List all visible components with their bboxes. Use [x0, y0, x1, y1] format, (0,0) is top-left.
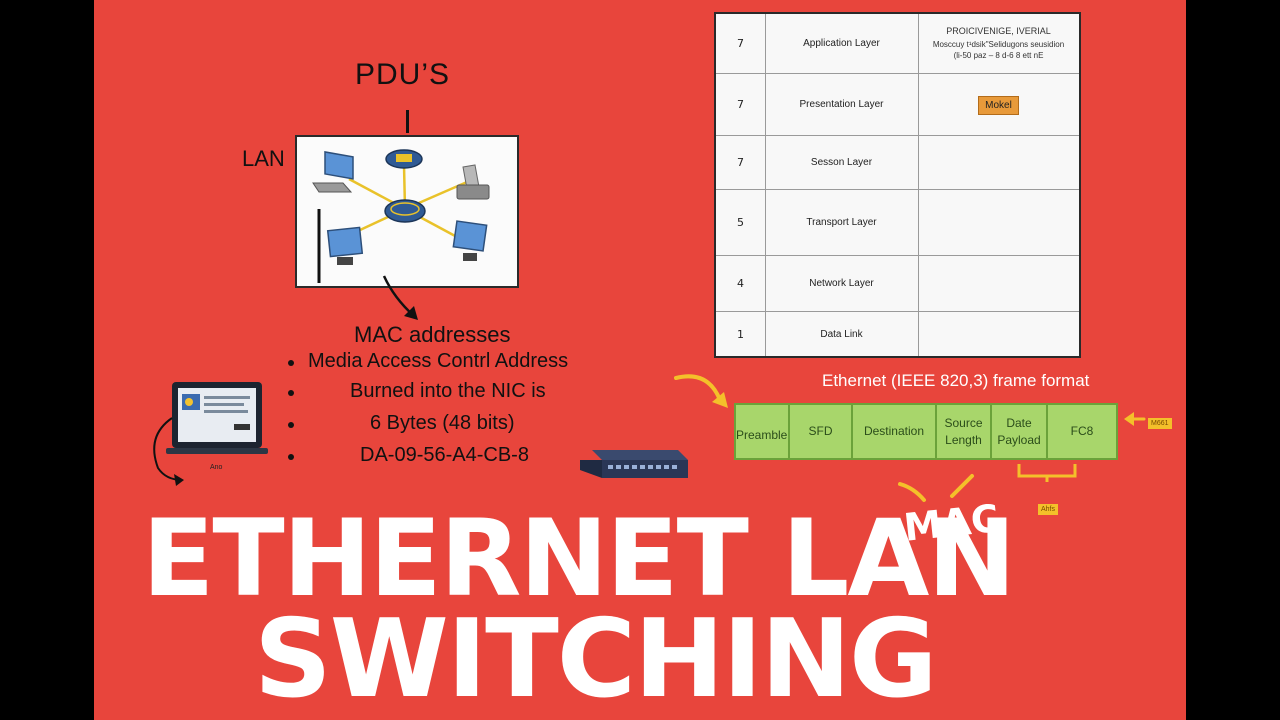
layer-name: Application Layer	[765, 14, 919, 73]
title-line-2: SWITCHING	[254, 597, 938, 720]
table-row: 7 Application Layer PROICIVENIGE, IVERIA…	[716, 14, 1079, 74]
frame-field-label: Preamble	[736, 428, 788, 443]
layer-number: 7	[716, 136, 766, 189]
frame-field-label: FC8	[1070, 424, 1094, 439]
table-row: 4 Network Layer	[716, 256, 1079, 312]
side-tag: M661	[1148, 418, 1172, 429]
lan-label: LAN	[242, 146, 285, 171]
laptop-icon	[312, 151, 354, 193]
table-note-title: PROICIVENIGE, IVERIAL	[946, 25, 1051, 36]
mode-badge: Mokel	[978, 96, 1019, 115]
frame-field: Source Length	[935, 403, 992, 460]
mac-bullet: DA-09-56-A4-CB-8	[360, 444, 529, 466]
printer-icon	[456, 164, 490, 200]
bottom-tag: Ahfs	[1038, 504, 1059, 515]
layer-number: 4	[716, 256, 766, 311]
table-row: 7 Sesson Layer	[716, 136, 1079, 190]
pdu-title: PDU’S	[355, 58, 451, 91]
frame-field-label: Length	[945, 432, 982, 447]
frame-field: SFD	[788, 403, 853, 460]
frame-field: Preamble	[734, 403, 790, 460]
layer-name: Transport Layer	[765, 190, 919, 255]
table-row: 7 Presentation Layer Mokel	[716, 74, 1079, 136]
osi-layer-table: 7 Application Layer PROICIVENIGE, IVERIA…	[714, 12, 1081, 358]
bullet-icon	[288, 390, 294, 396]
bullet-icon	[288, 360, 294, 366]
frame-field-label: Source	[944, 416, 983, 431]
laptop-caption: Ano	[210, 464, 223, 471]
frame-field-label: Date	[1006, 416, 1032, 431]
bullet-icon	[288, 422, 294, 428]
desktop-monitor-icon	[326, 226, 364, 265]
layer-name: Network Layer	[765, 256, 919, 311]
layer-number: 5	[716, 190, 766, 255]
emphasis-marks-icon	[898, 474, 974, 502]
down-arrow-icon	[382, 275, 418, 320]
frame-field-label: SFD	[808, 424, 833, 439]
left-arrow-icon	[1124, 412, 1146, 426]
layer-name: Sesson Layer	[765, 136, 919, 189]
layer-name: Data Link	[765, 312, 919, 356]
laptop-icon	[153, 382, 268, 486]
frame-format-title: Ethernet (IEEE 820,3) frame format	[822, 371, 1090, 390]
curved-arrow-icon	[674, 374, 728, 408]
frame-field: Date Payload	[990, 403, 1048, 460]
layer-number: 1	[716, 312, 766, 356]
router-icon	[385, 149, 423, 169]
frame-field-label: Payload	[997, 432, 1041, 447]
table-note-line: (li-50 paz – 8 d-6 8 ett nE	[953, 50, 1044, 60]
frame-field-label: Destination	[863, 424, 925, 439]
bullet-icon	[288, 454, 294, 460]
table-row: 5 Transport Layer	[716, 190, 1079, 256]
lan-topology-box	[295, 135, 519, 288]
thumbnail-canvas: 7 Application Layer PROICIVENIGE, IVERIA…	[94, 0, 1186, 720]
table-note: PROICIVENIGE, IVERIAL Mosccuy t¹dsik"Sel…	[918, 14, 1079, 73]
title-line-1: ETHERNET LAN	[142, 497, 1016, 620]
network-switch-icon	[580, 450, 688, 478]
mac-addresses-heading: MAC addresses	[354, 322, 511, 347]
layer-number: 7	[716, 74, 766, 135]
lan-topology-diagram	[312, 149, 490, 283]
bracket-icon	[1017, 464, 1077, 482]
switch-hub-icon	[384, 199, 426, 223]
mac-bullet: 6 Bytes (48 bits)	[370, 412, 515, 434]
table-row: 1 Data Link	[716, 312, 1079, 356]
mac-bullet: Media Access Contrl Address	[308, 350, 569, 372]
layer-name: Presentation Layer	[765, 74, 919, 135]
layer-number: 7	[716, 14, 766, 73]
frame-field: Destination	[851, 403, 937, 460]
desktop-monitor-icon	[452, 220, 488, 261]
mac-bullet: Burned into the NIC is	[350, 380, 546, 402]
frame-field: FC8	[1046, 403, 1118, 460]
ethernet-frame-diagram: Preamble SFD Destination Source Length D…	[734, 403, 1118, 460]
pdu-connector-line	[406, 110, 409, 133]
table-note-line: Mosccuy t¹dsik"Selidugons seusidion	[932, 40, 1065, 50]
